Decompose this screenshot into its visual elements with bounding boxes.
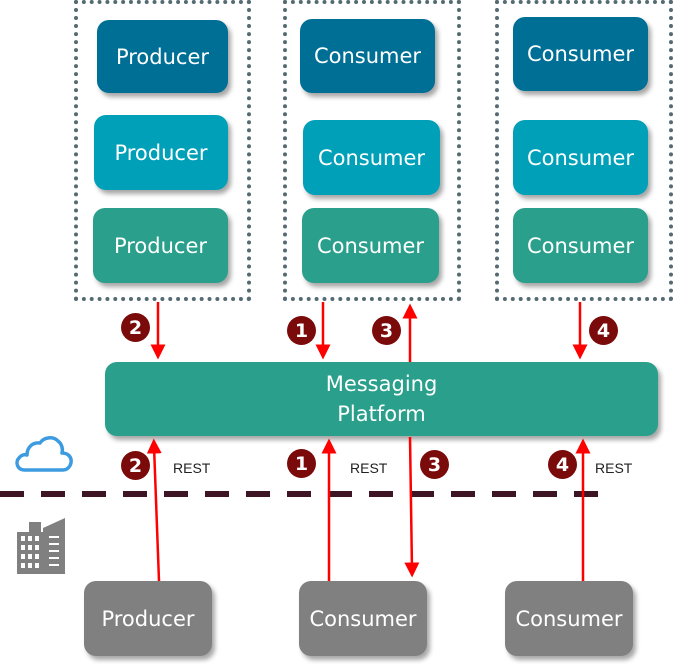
step-badge-2-upper: 2: [121, 313, 150, 342]
cloud-consumer-b-2: Consumer: [513, 120, 648, 195]
platform-label-line1: Messaging: [325, 372, 438, 396]
cloud-producer-3: Producer: [93, 208, 228, 283]
consumer-group-b-box: [495, 0, 673, 301]
onprem-consumer-2: Consumer: [505, 581, 633, 656]
platform-label-line2: Platform: [337, 402, 426, 426]
cloud-icon: [15, 436, 73, 472]
building-icon: [17, 518, 65, 574]
arrow-2-lower: [146, 438, 162, 582]
producer-group-box: [74, 0, 251, 301]
step-badge-4-lower: 4: [548, 450, 577, 479]
rest-label-consumer-2: REST: [595, 460, 633, 476]
messaging-platform: Messaging Platform: [105, 362, 658, 436]
cloud-consumer-b-1: Consumer: [513, 17, 648, 91]
rest-label-producer: REST: [173, 460, 211, 476]
cloud-consumer-a-1: Consumer: [300, 19, 435, 93]
cloud-consumer-a-2: Consumer: [303, 120, 440, 195]
cloud-consumer-b-3: Consumer: [513, 208, 648, 283]
cloud-producer-1: Producer: [97, 20, 228, 93]
step-badge-3-lower: 3: [420, 450, 449, 479]
onprem-producer: Producer: [84, 581, 212, 656]
consumer-group-a-box: [283, 0, 461, 301]
step-badge-2-lower: 2: [121, 451, 150, 480]
onprem-consumer-1: Consumer: [299, 581, 427, 656]
cloud-producer-2: Producer: [94, 115, 228, 190]
step-badge-4-upper: 4: [589, 316, 618, 345]
cloud-consumer-a-3: Consumer: [302, 208, 439, 283]
step-badge-1-lower: 1: [287, 449, 316, 478]
arrow-3-lower: [404, 436, 420, 578]
step-badge-1-upper: 1: [287, 316, 316, 345]
step-badge-3-upper: 3: [372, 316, 401, 345]
rest-label-consumer-1: REST: [350, 460, 388, 476]
